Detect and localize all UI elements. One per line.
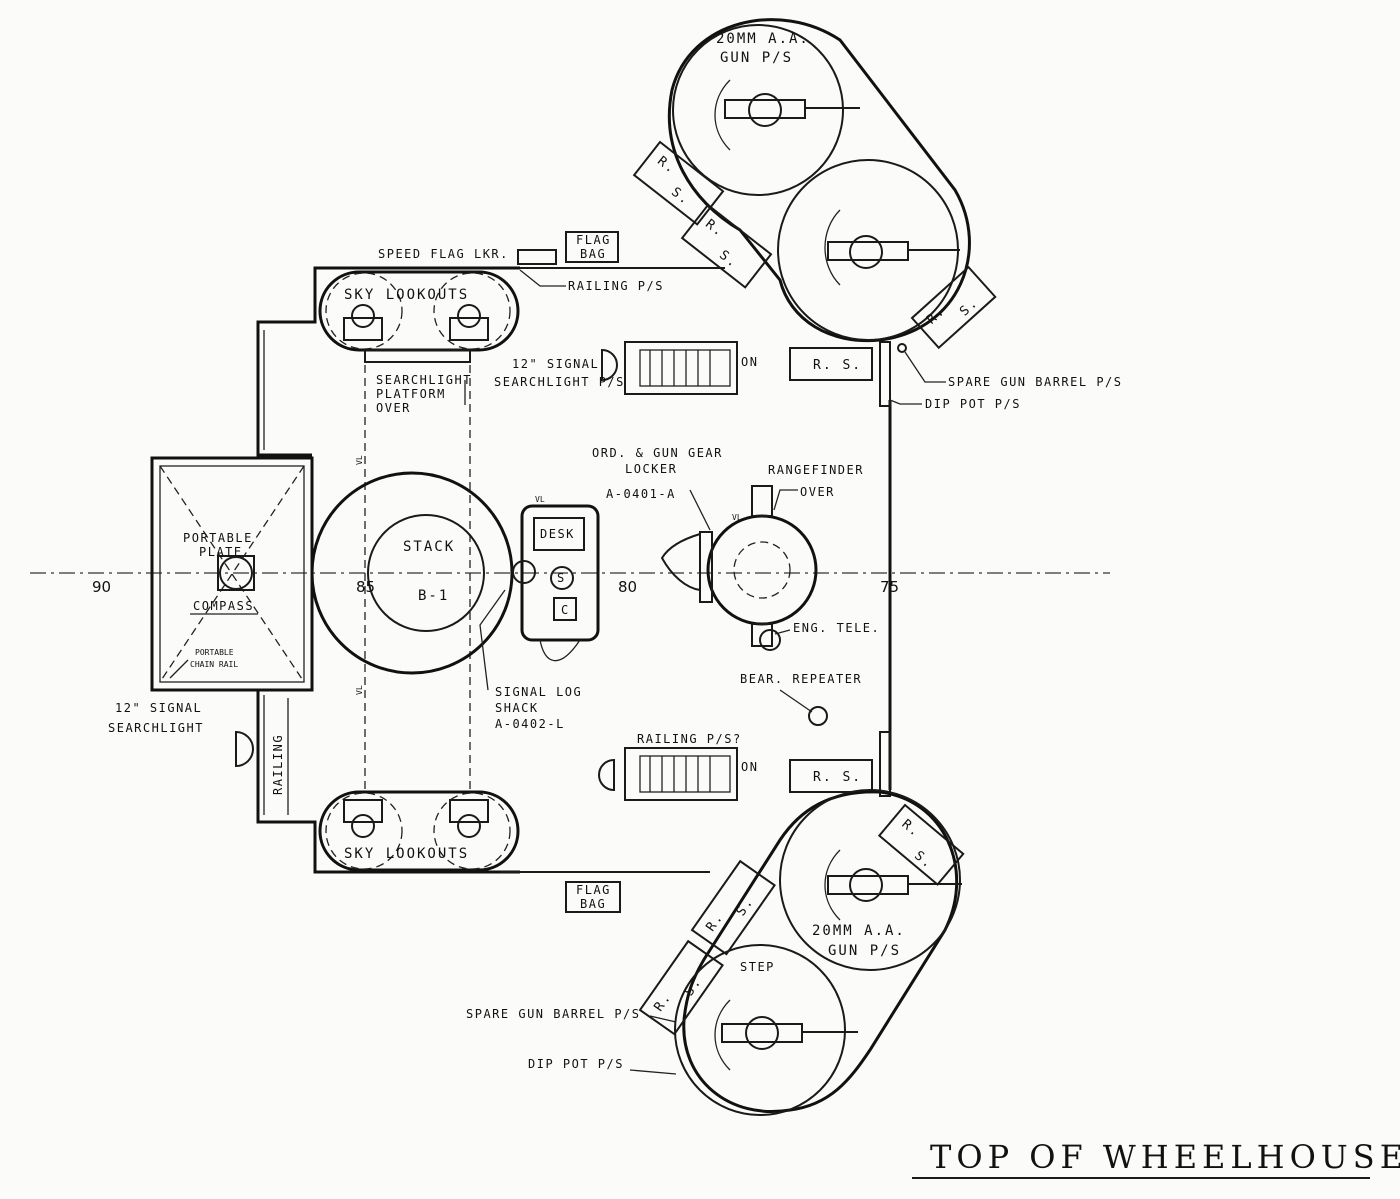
signal-log-shack bbox=[512, 504, 600, 642]
ord-gun-gear-label-1: ORD. & GUN GEAR bbox=[592, 446, 723, 460]
searchlight-platform-label-1: SEARCHLIGHT bbox=[376, 373, 472, 387]
plate-label: PLATE bbox=[199, 545, 243, 559]
stack-label: STACK bbox=[403, 539, 455, 555]
dip-pot-top bbox=[897, 343, 907, 353]
dip-pot-top-label: DIP POT P/S bbox=[925, 397, 1021, 411]
speed-flag-locker-label: SPEED FLAG LKR. bbox=[378, 247, 509, 261]
speed-flag-locker bbox=[517, 249, 557, 265]
aa-gun-top-label-1: 20MM A.A. bbox=[716, 31, 810, 47]
desk-label: DESK bbox=[540, 527, 575, 541]
aa-gun-tub-bottom bbox=[674, 789, 962, 1116]
c-box-label: C bbox=[561, 603, 570, 617]
vl-label-shack: VL bbox=[535, 495, 545, 504]
svg-text:S.: S. bbox=[957, 295, 982, 319]
svg-text:S.: S. bbox=[911, 848, 936, 872]
dip-pot-bottom-label: DIP POT P/S bbox=[528, 1057, 624, 1071]
rs-box-tub-top-3: R. S. bbox=[910, 265, 997, 350]
ord-gun-gear-label-3: A-0401-A bbox=[606, 487, 676, 501]
spare-gun-barrel-top-label: SPARE GUN BARREL P/S bbox=[948, 375, 1123, 389]
svg-text:R.: R. bbox=[651, 990, 675, 1015]
signal-log-shack-label-1: SIGNAL LOG bbox=[495, 685, 582, 699]
compass bbox=[219, 556, 253, 590]
rs-box-tub-top-1: R. S. bbox=[632, 140, 725, 226]
signal-searchlight-top-label-2: SEARCHLIGHT P/S bbox=[494, 375, 625, 389]
signal-log-shack-label-3: A-0402-L bbox=[495, 717, 565, 731]
searchlight-platform-label-2: PLATFORM bbox=[376, 387, 446, 401]
signal-searchlight-left-label-1: 12" SIGNAL bbox=[115, 701, 202, 715]
rs-box-tub-bottom-3: R. S. bbox=[638, 939, 724, 1036]
sky-lookouts-bottom-label: SKY LOOKOUTS bbox=[344, 846, 469, 862]
aa-gun-bottom-label-1: 20MM A.A. bbox=[812, 923, 906, 939]
bear-repeater-label: BEAR. REPEATER bbox=[740, 672, 862, 686]
flag-bag-bottom bbox=[565, 881, 621, 913]
portable-label: PORTABLE bbox=[183, 531, 253, 545]
railing-left-label: RAILING bbox=[271, 734, 285, 795]
sky-lookouts-top bbox=[318, 270, 520, 352]
rs-box-tub-top-2: R. S. bbox=[680, 203, 773, 289]
aa-gun-tub-top bbox=[667, 18, 971, 343]
ord-gun-gear-label-2: LOCKER bbox=[625, 462, 677, 476]
flag-bag-top-label-1: FLAG bbox=[576, 233, 611, 247]
sky-lookouts-top-label: SKY LOOKOUTS bbox=[344, 287, 469, 303]
signal-log-shack-label-2: SHACK bbox=[495, 701, 539, 715]
drawing-title: TOP OF WHEELHOUSE bbox=[930, 1138, 1400, 1176]
frame-number-75: 75 bbox=[880, 578, 899, 596]
rangefinder-label-1: RANGEFINDER bbox=[768, 463, 864, 477]
portable-chain-rail-label-1: PORTABLE bbox=[195, 648, 234, 657]
searchlight-platform-label-3: OVER bbox=[376, 401, 411, 415]
searchlight-bottom bbox=[598, 758, 615, 792]
signal-searchlight-left bbox=[235, 730, 254, 768]
compass-label: COMPASS bbox=[193, 599, 254, 613]
on-bottom-label: ON bbox=[741, 760, 758, 774]
ladder-bottom bbox=[624, 747, 738, 801]
ladder-top bbox=[624, 341, 738, 395]
railing-top-label: RAILING P/S bbox=[568, 279, 664, 293]
frame-number-85: 85 bbox=[356, 578, 375, 596]
flag-bag-top bbox=[565, 231, 619, 263]
frame-number-80: 80 bbox=[618, 578, 637, 596]
spare-gun-barrel-bottom-label: SPARE GUN BARREL P/S bbox=[466, 1007, 641, 1021]
signal-searchlight-top bbox=[601, 348, 618, 382]
flag-bag-bottom-label-2: BAG bbox=[580, 897, 606, 911]
vl-label-rangefinder: VL bbox=[732, 513, 742, 522]
aa-gun-bottom-label-2: GUN P/S bbox=[828, 943, 901, 959]
spare-gun-barrel-top bbox=[879, 341, 891, 407]
aa-gun-top-label-2: GUN P/S bbox=[720, 50, 793, 66]
railing-bottom-label: RAILING P/S? bbox=[637, 732, 742, 746]
rs-box-top-label: R. S. bbox=[813, 358, 862, 373]
spare-gun-barrel-bottom bbox=[879, 731, 891, 797]
flag-bag-top-label-2: BAG bbox=[580, 247, 606, 261]
svg-text:R.: R. bbox=[899, 817, 924, 841]
rs-box-bottom-label: R. S. bbox=[813, 770, 862, 785]
rs-box-tub-bottom-2: R. S. bbox=[690, 859, 776, 956]
portable-chain-rail-label-2: CHAIN RAIL bbox=[190, 660, 238, 669]
eng-tele bbox=[759, 629, 781, 651]
bear-repeater bbox=[808, 706, 828, 726]
flag-bag-bottom-label-1: FLAG bbox=[576, 883, 611, 897]
rs-box-bottom bbox=[789, 759, 873, 793]
step-label: STEP bbox=[740, 960, 775, 974]
rangefinder-label-2: OVER bbox=[800, 485, 835, 499]
signal-searchlight-left-label-2: SEARCHLIGHT bbox=[108, 721, 204, 735]
stack bbox=[310, 471, 514, 675]
signal-searchlight-top-label-1: 12" SIGNAL bbox=[512, 357, 599, 371]
rs-box-top bbox=[789, 347, 873, 381]
searchlight-platform bbox=[364, 349, 471, 790]
vl-label-bottom: VL bbox=[355, 685, 364, 695]
on-top-label: ON bbox=[741, 355, 758, 369]
frame-number-90: 90 bbox=[92, 578, 111, 596]
portable-plate-platform bbox=[150, 456, 314, 692]
s-box-label: S bbox=[557, 571, 566, 585]
stack-id-label: B-1 bbox=[418, 588, 449, 604]
vl-label-top: VL bbox=[355, 455, 364, 465]
sky-lookouts-bottom bbox=[318, 790, 520, 872]
eng-tele-label: ENG. TELE. bbox=[793, 621, 880, 635]
